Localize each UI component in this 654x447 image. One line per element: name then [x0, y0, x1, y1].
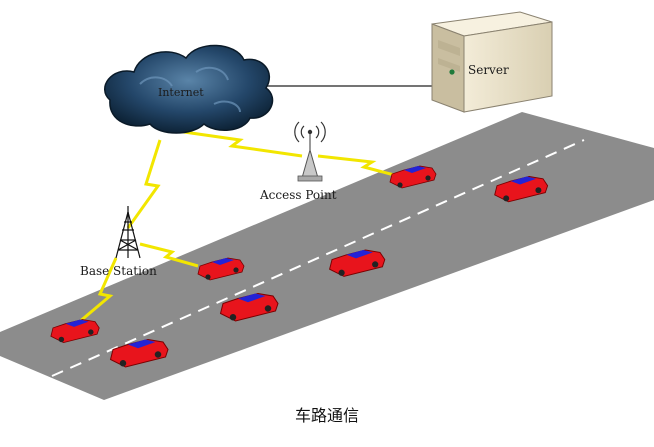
car-3 [197, 257, 245, 281]
figure-caption: 车路通信 [294, 406, 359, 425]
car-6 [50, 319, 100, 344]
server-label: Server [468, 63, 509, 77]
car-2 [494, 176, 549, 203]
link-ap-car [317, 154, 399, 178]
internet-label: Internet [158, 86, 204, 99]
car-7 [109, 338, 169, 368]
link-internet-basestation [126, 139, 162, 229]
server-icon [431, 11, 553, 113]
car-5 [219, 292, 279, 322]
wireless-links [71, 128, 399, 330]
base-station-label: Base Station [80, 264, 157, 278]
access-point-icon [294, 121, 326, 182]
internet-cloud [104, 44, 274, 134]
cars [50, 165, 549, 368]
link-basestation-car [139, 242, 199, 268]
car-1 [389, 165, 437, 189]
car-4 [329, 249, 386, 277]
link-internet-ap [169, 128, 303, 158]
link-basestation-car-lower [71, 257, 118, 330]
base-station-icon [115, 206, 141, 259]
lane-line [51, 139, 585, 377]
access-point-label: Access Point [260, 188, 337, 202]
road [0, 112, 654, 400]
